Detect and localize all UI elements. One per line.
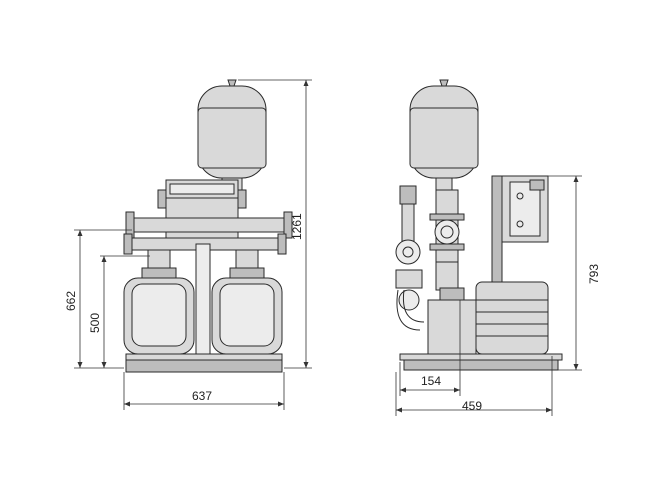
- dim-base-width: 637: [192, 389, 212, 403]
- side-pipe-column: [429, 189, 465, 291]
- front-pump-left: [123, 267, 195, 355]
- front-pump-right: [211, 267, 283, 355]
- dim-depth-total: 459: [462, 399, 482, 413]
- front-dimension-lines: [74, 79, 312, 410]
- dim-depth-partial: 154: [421, 374, 441, 388]
- dim-height-outlet: 500: [88, 313, 102, 333]
- side-dimension-lines: [395, 175, 582, 416]
- side-valve-assembly: [395, 185, 425, 331]
- side-pressure-tank: [409, 79, 479, 191]
- side-view: 154 459 793: [395, 79, 601, 416]
- front-base-frame: [125, 353, 283, 373]
- dim-total-height: 1261: [290, 213, 304, 240]
- side-base-frame: [399, 353, 563, 371]
- side-pump-motor: [427, 281, 549, 355]
- dim-height-inlet: 662: [64, 291, 78, 311]
- dim-controller-height: 793: [587, 264, 601, 284]
- front-view: 637 662 500 1261: [64, 79, 312, 410]
- front-pressure-tank: [197, 79, 267, 191]
- front-manifold: [123, 211, 293, 355]
- side-controller: [491, 175, 549, 357]
